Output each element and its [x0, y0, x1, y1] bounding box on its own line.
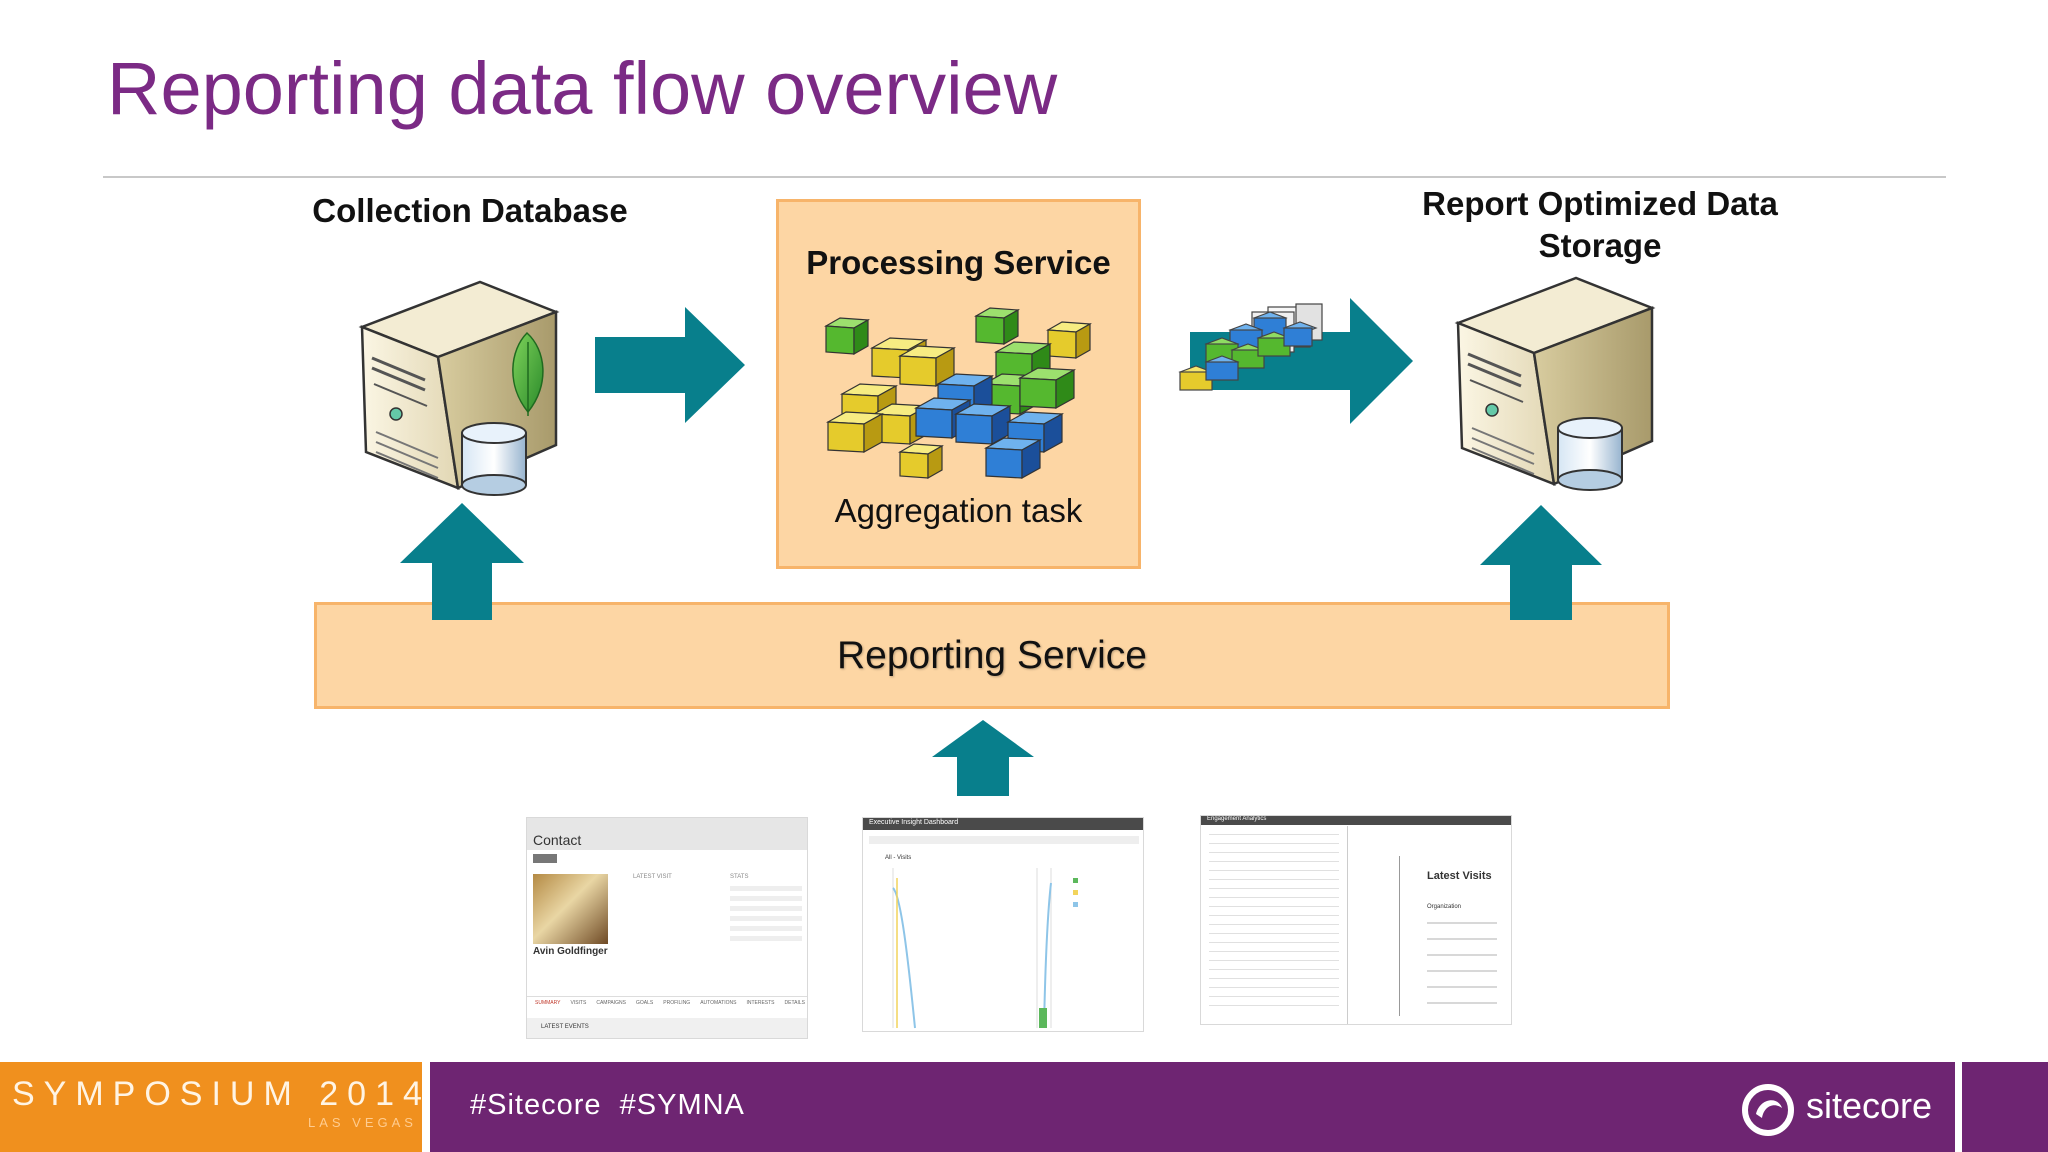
contact-latest-events-label: LATEST EVENTS [541, 1024, 589, 1030]
analytics-panel-subtitle: Organization [1427, 904, 1462, 910]
processing-service-box: Processing Service Aggregation task [776, 199, 1141, 569]
dashboard-header-label: Executive Insight Dashboard [869, 819, 959, 826]
footer-event-panel [0, 1062, 422, 1152]
contact-stats-col: STATS [730, 874, 749, 880]
collection-database-label: Collection Database [312, 192, 628, 229]
processing-service-label: Processing Service [806, 244, 1111, 281]
contact-tab-profiling: PROFILING [663, 1000, 691, 1006]
contact-tab-automations: AUTOMATIONS [700, 1000, 737, 1006]
analytics-screenshot-thumbnail: Engagement Analytics Latest Visits Organ… [1200, 815, 1512, 1025]
contact-header-label: Contact [533, 832, 582, 848]
contact-tab-goals: GOALS [636, 1000, 654, 1006]
analytics-panel-title: Latest Visits [1427, 870, 1492, 882]
contact-tab-campaigns: CAMPAIGNS [596, 1000, 626, 1006]
database-cylinder-icon [461, 422, 527, 496]
title-divider [103, 176, 1946, 178]
reporting-service-label: Reporting Service [837, 633, 1147, 677]
contact-header-bar [527, 818, 807, 850]
dashboard-filter-bar [869, 836, 1139, 844]
contact-photo [533, 874, 608, 944]
sitecore-logo-icon [1742, 1084, 1794, 1136]
analytics-splitter [1347, 826, 1348, 1024]
report-storage-label: Report Optimized Data Storage [1370, 183, 1830, 267]
arrow-ui-to-reporting [932, 720, 1034, 796]
analytics-tree-list [1209, 830, 1339, 1006]
arrow-collection-to-processing [595, 307, 745, 423]
footer-right-panel [1962, 1062, 2048, 1152]
analytics-panel-border [1399, 856, 1400, 1016]
report-storage-label-line2: Storage [1538, 227, 1662, 264]
contact-back-button [533, 854, 557, 863]
dashboard-subheader: All - Visits [885, 855, 912, 861]
dashboard-header-bar [863, 818, 1143, 830]
contact-tab-details: DETAILS [784, 1000, 805, 1006]
analytics-visit-list [1427, 916, 1497, 1012]
footer-hashtag-panel [430, 1062, 1955, 1152]
report-storage-server-icon [1454, 276, 1656, 486]
dashboard-screenshot-thumbnail: Executive Insight Dashboard All - Visits [862, 817, 1144, 1032]
report-storage-label-line1: Report Optimized Data [1422, 185, 1778, 222]
contact-tab-divider [527, 996, 807, 997]
contact-person-name: Avin Goldfinger [533, 946, 608, 957]
contact-screenshot-thumbnail: Contact Avin Goldfinger LATEST VISIT STA… [526, 817, 808, 1039]
footer-hashtags: #Sitecore #SYMNA [470, 1089, 745, 1121]
contact-latest-visit-col: LATEST VISIT [633, 874, 672, 880]
contact-stats-rows [730, 886, 802, 942]
contact-tab-visits: VISITS [570, 1000, 587, 1006]
analytics-header-bar [1201, 816, 1511, 825]
event-location: LAS VEGAS [308, 1115, 417, 1130]
contact-tab-summary: SUMMARY [535, 1000, 561, 1006]
mongodb-leaf-icon [512, 331, 544, 416]
aggregation-task-label: Aggregation task [834, 492, 1083, 529]
contact-tabs: SUMMARY VISITS CAMPAIGNS GOALS PROFILING… [535, 1000, 805, 1006]
event-name: SYMPOSIUM 2014 [12, 1075, 431, 1113]
data-blocks-icon [1178, 303, 1323, 391]
collection-server-icon [358, 280, 560, 490]
dashboard-line-chart [892, 868, 1078, 1029]
contact-events-bar [527, 1018, 807, 1038]
reporting-service-box: Reporting Service [314, 602, 1670, 709]
slide-title: Reporting data flow overview [107, 47, 1058, 130]
contact-tab-interests: INTERESTS [746, 1000, 775, 1006]
analytics-header-label: Engagement Analytics [1207, 816, 1267, 822]
arrow-processing-to-storage [1190, 298, 1413, 424]
report-database-cylinder-icon [1557, 417, 1623, 491]
sitecore-brand-text: sitecore [1806, 1085, 1933, 1126]
